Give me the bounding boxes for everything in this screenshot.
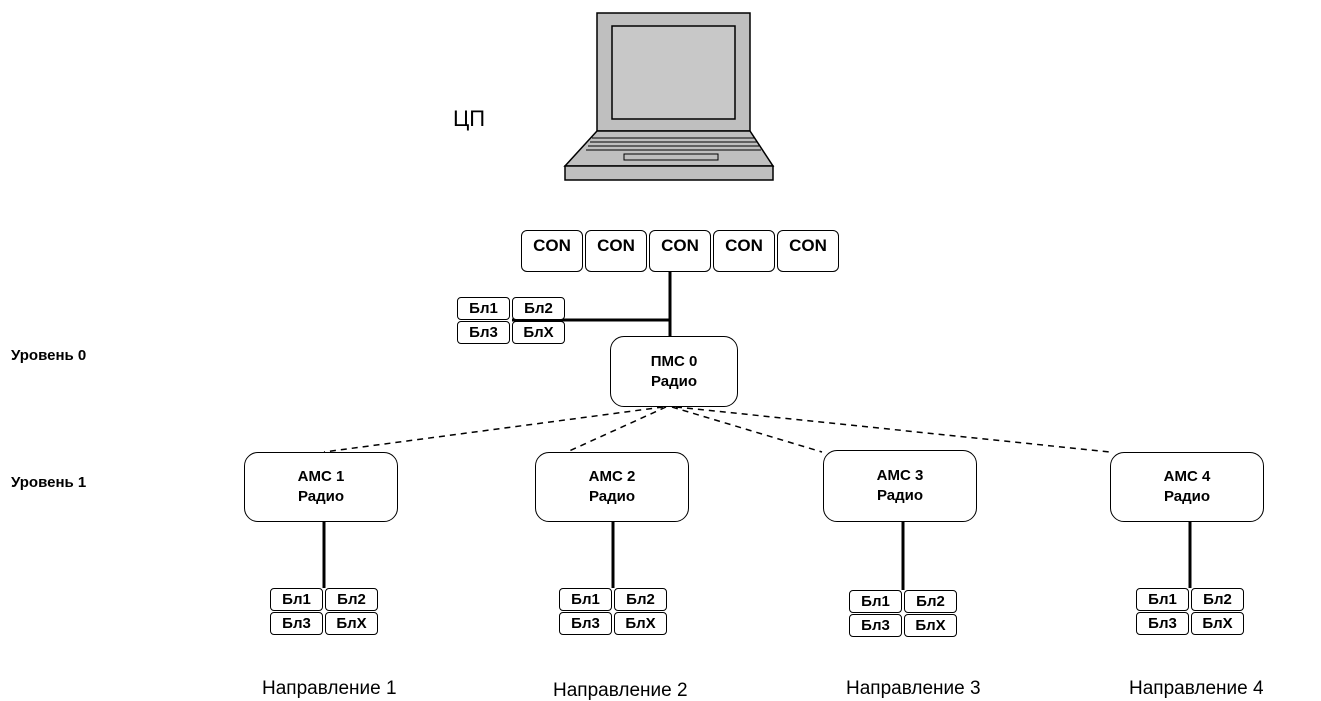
level-1-label: Уровень 1 (11, 474, 87, 491)
radio-link-1 (323, 406, 664, 453)
block-item: БлX (325, 612, 378, 635)
child-node-type: Радио (876, 487, 924, 504)
child-node-2: АМС 2 Радио (535, 452, 689, 522)
cp-label: ЦП (453, 106, 486, 131)
radio-link-3 (671, 406, 823, 453)
block-item: Бл3 (1136, 612, 1189, 635)
block-item: Бл3 (559, 612, 612, 635)
child-node-type: Радио (297, 488, 345, 505)
direction-label-1: Направление 1 (262, 678, 397, 699)
root-node: ПМС 0 Радио (610, 336, 738, 407)
block-item: БлX (1191, 612, 1244, 635)
child-node-name: АМС 3 (876, 467, 924, 484)
block-item: БлX (904, 614, 957, 637)
block-item: БлX (614, 612, 667, 635)
root-block-group: Бл1 Бл2 Бл3 БлX (457, 297, 567, 345)
block-item: Бл1 (457, 297, 510, 320)
con-block: CON (521, 230, 583, 272)
child-node-1: АМС 1 Радио (244, 452, 398, 522)
child-2-block-group: Бл1 Бл2 Бл3 БлX (559, 588, 669, 636)
laptop-icon (563, 12, 775, 181)
block-item: Бл1 (559, 588, 612, 611)
level-0-label: Уровень 0 (11, 347, 87, 364)
block-item: Бл2 (1191, 588, 1244, 611)
block-item: Бл2 (512, 297, 565, 320)
block-item: Бл2 (325, 588, 378, 611)
radio-link-2 (566, 406, 667, 453)
root-node-type: Радио (650, 372, 698, 390)
radio-link-4 (675, 406, 1111, 453)
root-node-name: ПМС 0 (650, 352, 698, 370)
block-item: Бл1 (849, 590, 902, 613)
block-item: Бл3 (270, 612, 323, 635)
child-node-4: АМС 4 Радио (1110, 452, 1264, 522)
block-item: БлX (512, 321, 565, 344)
child-4-block-group: Бл1 Бл2 Бл3 БлX (1136, 588, 1246, 636)
direction-label-4: Направление 4 (1129, 678, 1264, 699)
con-block: CON (649, 230, 711, 272)
child-node-3: АМС 3 Радио (823, 450, 977, 522)
con-block: CON (713, 230, 775, 272)
child-node-name: АМС 4 (1163, 468, 1211, 485)
block-item: Бл3 (457, 321, 510, 344)
child-node-name: АМС 1 (297, 468, 345, 485)
con-block: CON (585, 230, 647, 272)
direction-label-2: Направление 2 (553, 680, 688, 701)
con-block-row: CON CON CON CON CON (521, 230, 841, 272)
child-node-name: АМС 2 (588, 468, 636, 485)
block-item: Бл2 (614, 588, 667, 611)
direction-label-3: Направление 3 (846, 678, 981, 699)
block-item: Бл1 (270, 588, 323, 611)
block-item: Бл2 (904, 590, 957, 613)
child-node-type: Радио (1163, 488, 1211, 505)
child-node-type: Радио (588, 488, 636, 505)
block-item: Бл3 (849, 614, 902, 637)
child-1-block-group: Бл1 Бл2 Бл3 БлX (270, 588, 380, 636)
child-3-block-group: Бл1 Бл2 Бл3 БлX (849, 590, 959, 638)
block-item: Бл1 (1136, 588, 1189, 611)
con-block: CON (777, 230, 839, 272)
